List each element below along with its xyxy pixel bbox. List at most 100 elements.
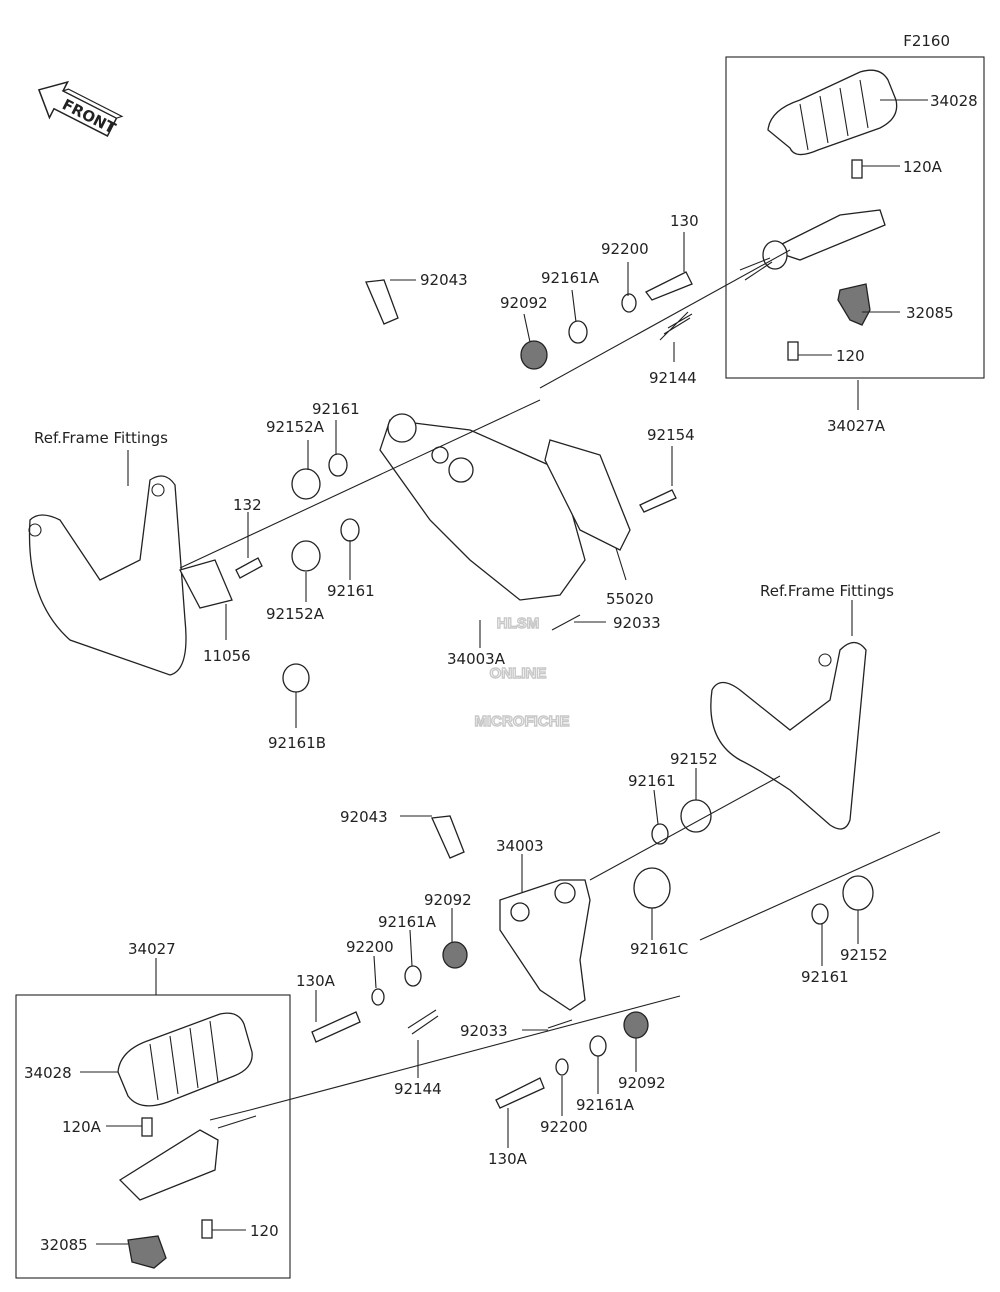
frame-fitting-left: [28, 475, 187, 676]
spring-92144-top: [659, 311, 693, 341]
label-92161-b: 92161: [327, 582, 375, 600]
label-130A-top: 130A: [296, 972, 336, 990]
washer-92200-bot: [555, 1058, 569, 1076]
label-11056: 11056: [203, 647, 251, 665]
label-120A-bot: 120A: [62, 1118, 102, 1136]
watermark-line1: HLSM: [497, 615, 540, 632]
footpeg-rubber-top: [767, 69, 898, 156]
label-92033-top: 92033: [613, 614, 661, 632]
bolt-132: [235, 557, 263, 579]
label-120A-top: 120A: [903, 158, 943, 176]
bushing-92161B: [282, 663, 310, 693]
label-92144-top: 92144: [649, 369, 697, 387]
label-120-top: 120: [836, 347, 865, 365]
label-92161-a: 92161: [312, 400, 360, 418]
front-arrow-icon: FRONT: [37, 80, 124, 138]
label-ref-frame-top: Ref.Frame Fittings: [34, 429, 168, 447]
label-92161B: 92161B: [268, 734, 326, 752]
pin-92033-bot: [547, 1019, 573, 1029]
bracket-11056: [179, 559, 233, 609]
footpeg-arm-top: [739, 209, 886, 281]
label-92043-bot: 92043: [340, 808, 388, 826]
label-92144-bot: 92144: [394, 1080, 442, 1098]
collar-92152A-a: [291, 468, 321, 500]
bushing-92092-mid: [442, 941, 468, 969]
frame-fitting-right: [710, 641, 867, 830]
washer-92161-a: [328, 453, 348, 477]
label-92161A-mid: 92161A: [378, 913, 437, 931]
diagram-id: F2160: [903, 32, 950, 50]
label-132: 132: [233, 496, 262, 514]
label-130: 130: [670, 212, 699, 230]
pin-92033-top: [551, 614, 581, 631]
spring-92144-bot: [407, 1009, 439, 1035]
washer-92161A-bot: [589, 1035, 607, 1057]
label-32085-bot: 32085: [40, 1236, 88, 1254]
label-34003A: 34003A: [447, 650, 506, 668]
footpeg-rubber-bottom: [117, 1012, 253, 1107]
bolt-120A-bot: [141, 1117, 153, 1137]
label-92154: 92154: [647, 426, 695, 444]
label-34027: 34027: [128, 940, 176, 958]
label-92200-top: 92200: [601, 240, 649, 258]
label-92161C: 92161C: [630, 940, 688, 958]
pin-92043-top: [365, 279, 399, 325]
label-92200-bot: 92200: [540, 1118, 588, 1136]
label-92161-d: 92161: [801, 968, 849, 986]
pad-top: [837, 283, 871, 326]
bushing-92092-bot: [623, 1011, 649, 1039]
collar-92161C: [633, 867, 671, 909]
washer-92200-top: [621, 293, 637, 313]
bolt-130A-top: [311, 1011, 361, 1043]
label-92152A-b: 92152A: [266, 605, 325, 623]
label-92033-bot: 92033: [460, 1022, 508, 1040]
label-34028-top: 34028: [930, 92, 978, 110]
leader-lines: [80, 99, 941, 1245]
bushing-92092-top: [520, 340, 548, 370]
bracket-34003A: [379, 413, 586, 601]
label-130A-bot: 130A: [488, 1150, 528, 1168]
pad-bottom: [127, 1235, 167, 1269]
label-92152A-a: 92152A: [266, 418, 325, 436]
label-120-bot: 120: [250, 1222, 279, 1240]
label-34028-bot: 34028: [24, 1064, 72, 1082]
bracket-34003: [499, 879, 591, 1011]
label-92092-top: 92092: [500, 294, 548, 312]
bolt-130A-bot: [495, 1077, 545, 1109]
label-92092-bot: 92092: [618, 1074, 666, 1092]
bolt-92154: [639, 489, 677, 513]
bolt-120-top: [787, 341, 799, 361]
label-32085-top: 32085: [906, 304, 954, 322]
label-92161A-bot: 92161A: [576, 1096, 635, 1114]
label-92200-mid: 92200: [346, 938, 394, 956]
label-55020: 55020: [606, 590, 654, 608]
watermark: HLSM ONLINE MICROFICHE: [474, 614, 570, 730]
label-34003: 34003: [496, 837, 544, 855]
footpeg-assembly-box-bottom: [15, 994, 291, 1279]
watermark-line2: ONLINE: [490, 665, 547, 682]
label-92161A-top: 92161A: [541, 269, 600, 287]
footpeg-arm-bottom: [118, 1109, 257, 1201]
collar-92152A-b: [291, 540, 321, 572]
washer-92161A-mid: [404, 965, 422, 987]
label-92152-top: 92152: [670, 750, 718, 768]
bolt-120A-top: [851, 159, 863, 179]
bolt-130-top: [645, 271, 693, 301]
label-34027A: 34027A: [827, 417, 886, 435]
watermark-line3: MICROFICHE: [475, 713, 570, 730]
washer-92200-mid: [371, 988, 385, 1006]
label-92161-c: 92161: [628, 772, 676, 790]
bolt-120-bot: [201, 1219, 213, 1239]
part-labels: 34028 120A 130 92200 92161A 92092 92043 …: [24, 92, 978, 1254]
label-92043-top: 92043: [420, 271, 468, 289]
pin-92043-bot: [431, 815, 465, 859]
washer-92161-b: [340, 518, 360, 542]
plate-55020: [544, 439, 631, 551]
label-ref-frame-right: Ref.Frame Fittings: [760, 582, 894, 600]
washer-92161A-top: [568, 320, 588, 344]
label-92152-bot: 92152: [840, 946, 888, 964]
footpeg-assembly-box-top: [725, 56, 985, 379]
collar-92152-bot: [842, 875, 874, 911]
label-92092-mid: 92092: [424, 891, 472, 909]
